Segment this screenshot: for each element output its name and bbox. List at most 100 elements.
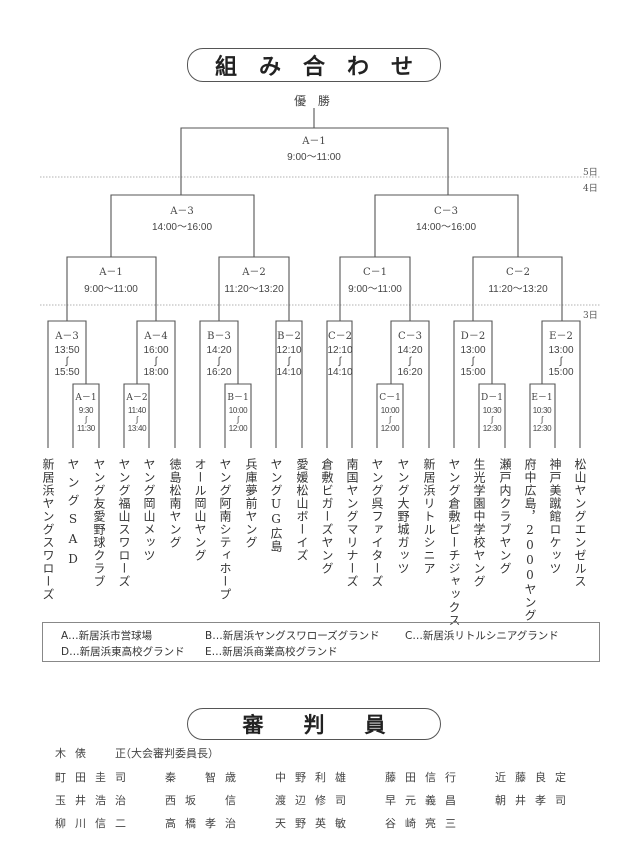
match-end: 12:00 <box>228 424 248 433</box>
match-end: 12:30 <box>482 424 502 433</box>
match-code: D－2 <box>460 331 486 342</box>
first-round-match: A－1 9:30∫11:30 <box>75 390 96 433</box>
match-time: 9:00～11:00 <box>287 152 341 163</box>
team-name: ヤング友愛野球クラブ <box>92 458 106 588</box>
match-code: C－2 <box>327 331 352 342</box>
match-time-separator: ∫ <box>338 356 342 367</box>
first-round-match: A－3 13:50∫15:50 <box>54 327 79 378</box>
match-end: 15:50 <box>54 367 80 378</box>
match-end: 15:00 <box>548 367 574 378</box>
match-end: 12:00 <box>380 424 400 433</box>
match-time: 14:00～16:00 <box>151 222 213 233</box>
match-time: 14:00～16:00 <box>415 222 477 233</box>
match-end: 11:30 <box>77 424 95 433</box>
match-start: 12:10 <box>327 345 353 356</box>
match-time: 9:00～11:00 <box>348 284 402 295</box>
team-name: ヤング岡山メッツ <box>142 458 156 562</box>
day3-label: 3日 <box>583 311 598 321</box>
match-code: A－3 <box>55 331 79 342</box>
match-start: 9:30 <box>78 406 94 415</box>
match-code: A－1 <box>302 136 326 147</box>
team-name: 神戸美蹴館ロケッツ <box>548 458 562 575</box>
match-start: 16:00 <box>143 345 169 356</box>
umpire-name: 西坂 信 <box>165 794 245 807</box>
umpire-name: 早元義昌 <box>385 794 465 807</box>
match-start: 10:30 <box>532 406 552 415</box>
team-name: 松山ヤングエンゼルス <box>573 458 587 588</box>
umpires-title-banner: 審判員 <box>187 708 441 740</box>
team-name: 新居浜ヤングスワローズ <box>41 458 55 601</box>
match-time-separator: ∫ <box>287 356 291 367</box>
team-name: ヤングSAD <box>66 458 80 572</box>
final-bracket <box>180 108 449 176</box>
team-name: 南国ヤングマリナーズ <box>345 458 359 588</box>
match-c3-c1 <box>376 320 430 448</box>
quarter-brackets <box>66 256 563 321</box>
match-code: C－2 <box>505 267 530 278</box>
match-start: 10:00 <box>228 406 248 415</box>
day5-label: 5日 <box>583 168 598 178</box>
umpire-name: 天野英敏 <box>275 817 355 830</box>
match-code: D－1 <box>481 393 503 403</box>
match-time-separator: ∫ <box>65 356 69 367</box>
umpires-title: 審判員 <box>242 713 426 737</box>
champion-label: 優 勝 <box>294 94 334 108</box>
match-start: 13:50 <box>54 345 80 356</box>
match-end: 14:10 <box>276 367 302 378</box>
match-code: B－1 <box>227 393 249 403</box>
match-code: A－1 <box>75 393 97 403</box>
umpire-name: 高橋孝治 <box>165 817 245 830</box>
final-match: A－1 9:00～11:00 <box>287 132 341 163</box>
umpire-name: 柳川信二 <box>55 817 135 830</box>
venue-legend: A…新居浜市営球場 B…新居浜ヤングスワローズグランド C…新居浜リトルシニアグ… <box>42 622 600 662</box>
match-code: A－2 <box>242 267 266 278</box>
match-c2 <box>326 320 353 448</box>
team-name: 瀬戸内クラブヤング <box>498 458 512 575</box>
bracket-title-banner: 組み合わせ <box>187 48 441 82</box>
match-time-separator: ∫ <box>237 415 239 424</box>
umpire-name: 谷崎亮三 <box>385 817 465 830</box>
umpire-name: 秦 智歳 <box>165 771 245 784</box>
match-end: 18:00 <box>143 367 169 378</box>
venue-a: A…新居浜市営球場 <box>61 630 153 642</box>
match-b2 <box>275 320 303 448</box>
match-time-separator: ∫ <box>154 356 158 367</box>
match-code: B－2 <box>277 331 301 342</box>
match-start: 10:00 <box>380 406 400 415</box>
match-time-separator: ∫ <box>136 415 138 424</box>
first-round-match: B－1 10:00∫12:00 <box>227 390 248 433</box>
chief-umpire-name: 木俵 正 <box>55 747 135 760</box>
match-a3-a1 <box>47 320 100 448</box>
match-time-separator: ∫ <box>471 356 475 367</box>
match-start: 11:40 <box>128 406 146 415</box>
match-time-separator: ∫ <box>217 356 221 367</box>
match-a4-a2 <box>123 320 176 448</box>
match-code: A－2 <box>126 393 148 403</box>
match-time-separator: ∫ <box>85 415 87 424</box>
venue-c: C…新居浜リトルシニアグランド <box>405 630 559 642</box>
match-end: 13:40 <box>127 424 147 433</box>
venue-e: E…新居浜商業高校グランド <box>205 646 338 658</box>
match-end: 16:20 <box>206 367 232 378</box>
chief-umpire-role: （大会審判委員長） <box>120 747 219 760</box>
umpire-name: 近藤良定 <box>495 771 575 784</box>
match-code: A－3 <box>170 206 194 217</box>
day4-label: 4日 <box>583 184 598 194</box>
match-start: 14:20 <box>206 345 232 356</box>
match-time-separator: ∫ <box>389 415 391 424</box>
umpire-name: 藤田信行 <box>385 771 465 784</box>
match-start: 13:00 <box>460 345 486 356</box>
